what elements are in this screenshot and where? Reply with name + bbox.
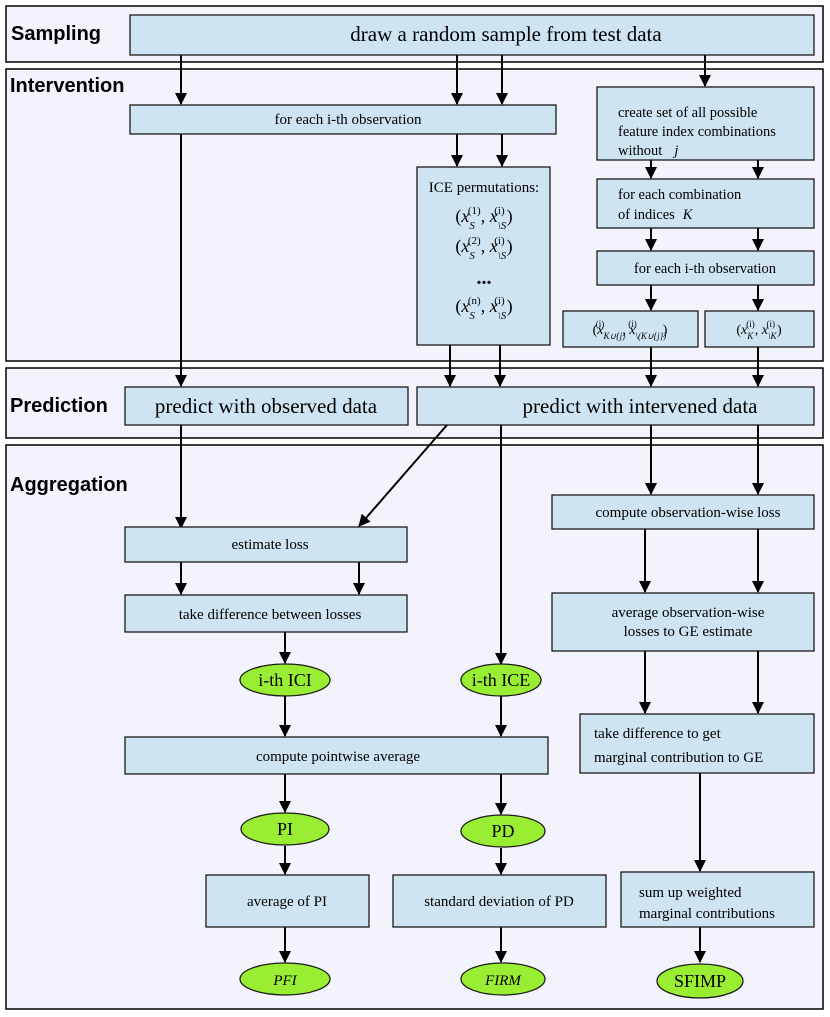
oval-pd-label: PD [491,821,514,841]
ice-permutations-title: ICE permutations: [429,180,539,196]
box-std-of-pd-label: standard deviation of PD [424,894,574,910]
box-for-each-observation-left-label: for each i-th observation [274,112,422,128]
oval-pi-label: PI [277,819,293,839]
ice-perm-formula-n: (xS(n), x\S(i)) [455,295,512,322]
box-ice-permutations [416,166,551,346]
oval-pi [240,812,330,846]
box-take-difference-marginal [579,713,815,774]
box-compute-pointwise-average [124,736,549,775]
sum-up-line-2: marginal contributions [639,906,775,922]
formula-k-union-j: (xK∪{j}(i), x\(K∪{j})(i)) [593,319,668,341]
box-average-observation-losses [551,592,815,652]
box-draw-random-sample [129,14,815,56]
section-label-intervention: Intervention [10,75,124,97]
take-diff-marg-line-2: marginal contribution to GE [594,750,763,766]
oval-ith-ici [239,663,331,697]
ice-perm-ellipsis: ... [477,267,492,289]
oval-ith-ice-label: i-th ICE [472,670,531,690]
box-predict-intervened-label: predict with intervened data [523,394,759,418]
box-average-of-pi [205,874,370,928]
take-diff-marg-line-1: take difference to get [594,726,722,742]
box-estimate-loss [124,526,408,563]
box-estimate-loss-label: estimate loss [231,537,308,553]
avg-obs-line-1: average observation-wise [612,605,765,621]
create-set-line-2: feature index combinations [618,124,776,140]
ice-perm-formula-2: (xS(2), x\S(i)) [455,235,512,262]
create-set-line-1: create set of all possible [618,105,757,121]
oval-firm [460,962,546,996]
oval-sfimp-label: SFIMP [674,971,726,991]
oval-sfimp [656,963,744,999]
box-predict-observed-label: predict with observed data [155,394,378,418]
box-x-k-union-j [562,310,699,348]
sum-up-line-1: sum up weighted [639,885,742,901]
section-label-aggregation: Aggregation [10,474,128,496]
section-label-prediction: Prediction [10,395,108,417]
box-for-each-observation-right [596,250,815,286]
box-std-of-pd [392,874,607,928]
box-x-k [704,310,815,348]
oval-pd [460,814,546,848]
oval-pfi-label: PFI [272,973,297,989]
arrows [175,55,764,963]
box-take-difference-losses [124,594,408,633]
box-sum-up-weighted [620,871,815,928]
box-for-each-combination [596,178,815,229]
box-compute-pointwise-average-label: compute pointwise average [256,749,420,765]
oval-firm-label: FIRM [484,973,522,989]
oval-pfi [239,962,331,996]
box-predict-observed [124,386,409,426]
formula-k: (xK(i), x\K(i)) [736,319,782,341]
box-average-of-pi-label: average of PI [247,894,327,910]
box-draw-random-sample-label: draw a random sample from test data [350,22,662,46]
oval-ith-ici-label: i-th ICI [258,670,312,690]
ice-perm-formula-1: (xS(1), x\S(i)) [455,205,512,232]
for-each-combination-line-1: for each combination [618,187,742,203]
box-compute-observation-loss [551,494,815,530]
box-predict-intervened [416,386,815,426]
box-for-each-observation-left [129,104,557,135]
box-take-difference-losses-label: take difference between losses [179,607,362,623]
box-for-each-observation-right-label: for each i-th observation [634,261,777,277]
oval-ith-ice [460,663,542,697]
box-compute-observation-loss-label: compute observation-wise loss [596,505,781,521]
avg-obs-line-2: losses to GE estimate [624,624,753,640]
section-label-sampling: Sampling [11,23,101,45]
box-create-feature-combinations [596,86,815,161]
